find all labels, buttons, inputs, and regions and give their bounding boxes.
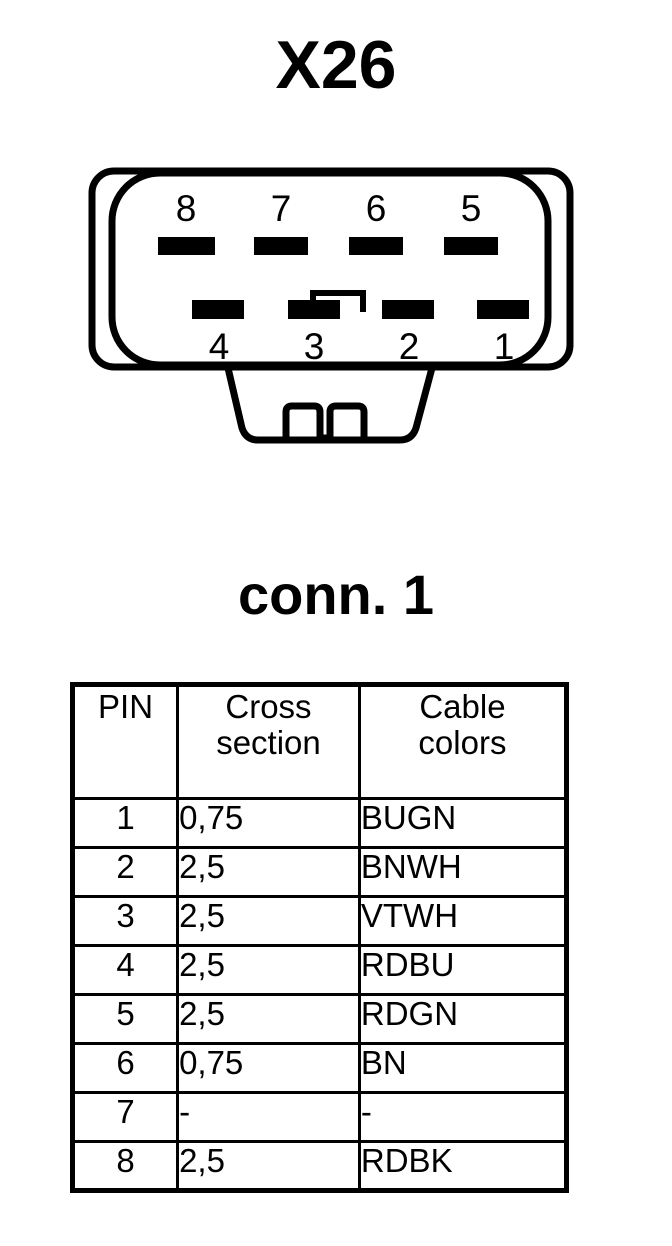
pin-contact-1 (477, 300, 529, 319)
column-header-pin: PIN (70, 683, 180, 800)
cell-cable-colors: RDBK (357, 1140, 569, 1192)
cell-cross-section: 0,75 (176, 797, 361, 849)
cell-cable-colors: RDGN (357, 993, 569, 1045)
column-header-cross-section-line1: Cross (225, 688, 312, 725)
cell-cable-colors: BUGN (357, 797, 569, 849)
page-title: X26 (275, 27, 397, 103)
table-row: 5 2,5 RDGN (70, 993, 569, 1045)
column-header-cable-colors: Cable colors (357, 683, 569, 800)
pin-label-bottom-2: 3 (304, 326, 325, 367)
cell-cable-colors: BNWH (357, 846, 569, 898)
connector-inner-shell (108, 169, 552, 369)
pin-contact-2 (382, 300, 434, 319)
table-header: PIN Cross section Cable colors (70, 683, 569, 800)
table-header-row: PIN Cross section Cable colors (70, 683, 569, 800)
cell-pin: 2 (70, 846, 180, 898)
cell-cable-colors: - (357, 1091, 569, 1143)
connector-latch-teeth (282, 402, 368, 442)
column-header-cable-colors-line2: colors (418, 723, 507, 761)
pin-contact-7 (254, 237, 308, 255)
table-row: 4 2,5 RDBU (70, 944, 569, 996)
cell-cable-colors: VTWH (357, 895, 569, 947)
table-row: 8 2,5 RDBK (70, 1140, 569, 1192)
pin-label-top-2: 7 (271, 188, 292, 229)
pin-contact-6 (349, 237, 403, 255)
table-row: 3 2,5 VTWH (70, 895, 569, 947)
pin-table-container: PIN Cross section Cable colors 1 0,75 BU… (70, 682, 569, 1193)
connector-name-label: conn. 1 (237, 563, 435, 626)
column-header-pin-text: PIN (98, 688, 154, 725)
column-header-cable-colors-line1: Cable (419, 688, 506, 725)
pin-label-top-1: 8 (176, 188, 197, 229)
pin-contact-8 (158, 237, 215, 255)
pin-contact-5 (444, 237, 498, 255)
table-row: 6 0,75 BN (70, 1042, 569, 1094)
table-row: 1 0,75 BUGN (70, 797, 569, 849)
pin-label-top-3: 6 (366, 188, 387, 229)
cell-pin: 1 (70, 797, 180, 849)
pin-label-bottom-4: 1 (494, 326, 515, 367)
cell-pin: 8 (70, 1140, 180, 1192)
pin-contact-3 (288, 300, 340, 319)
cell-cross-section: 2,5 (176, 846, 361, 898)
cell-pin: 6 (70, 1042, 180, 1094)
cell-cross-section: 2,5 (176, 993, 361, 1045)
cell-cross-section: - (176, 1091, 361, 1143)
cell-cable-colors: BN (357, 1042, 569, 1094)
cell-pin: 7 (70, 1091, 180, 1143)
cell-pin: 5 (70, 993, 180, 1045)
connector-icon: 8 7 6 5 4 3 2 1 (88, 167, 574, 444)
pin-label-bottom-3: 2 (399, 326, 420, 367)
cell-cross-section: 2,5 (176, 895, 361, 947)
connector-diagram: 8 7 6 5 4 3 2 1 (0, 140, 672, 480)
table-row: 7 - - (70, 1091, 569, 1143)
table-row: 2 2,5 BNWH (70, 846, 569, 898)
cell-cross-section: 2,5 (176, 944, 361, 996)
pin-label-bottom-1: 4 (209, 326, 230, 367)
cell-pin: 3 (70, 895, 180, 947)
pin-label-top-4: 5 (461, 188, 482, 229)
cell-cross-section: 0,75 (176, 1042, 361, 1094)
pin-assignment-table: PIN Cross section Cable colors 1 0,75 BU… (70, 682, 569, 1193)
cell-cross-section: 2,5 (176, 1140, 361, 1192)
cell-cable-colors: RDBU (357, 944, 569, 996)
table-body: 1 0,75 BUGN 2 2,5 BNWH 3 2,5 VTWH 4 2,5 … (70, 797, 569, 1192)
cell-pin: 4 (70, 944, 180, 996)
column-header-cross-section-line2: section (216, 723, 321, 761)
pin-contact-4 (192, 300, 244, 319)
column-header-cross-section: Cross section (176, 683, 361, 800)
